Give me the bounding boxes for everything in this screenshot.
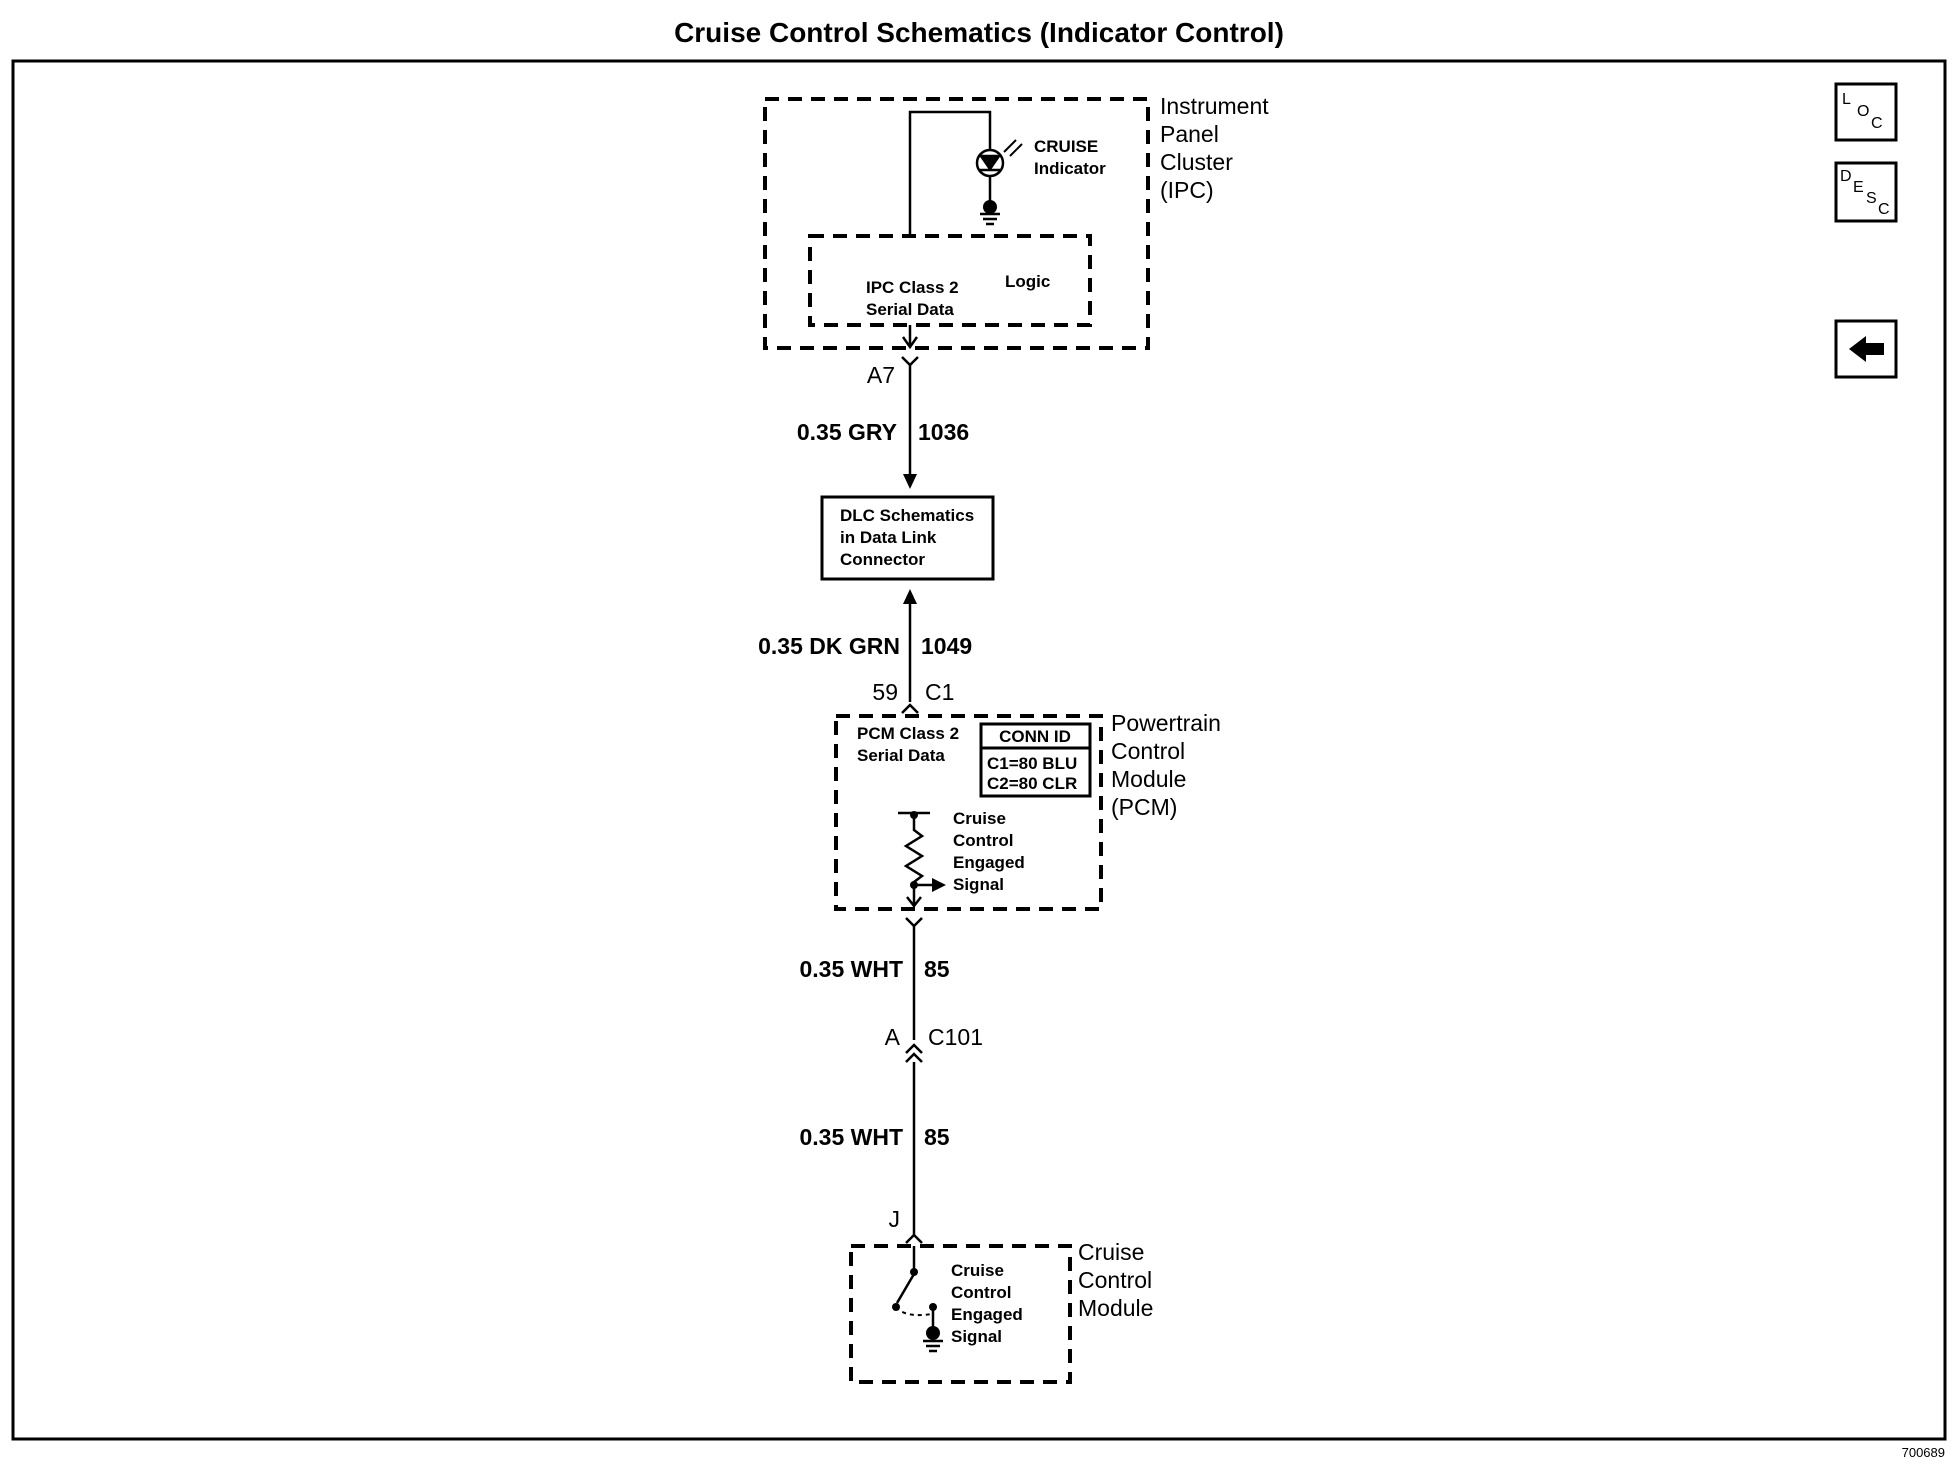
- desc-letter-e: E: [1853, 179, 1864, 196]
- wire-1049-circuit: 1049: [921, 633, 972, 659]
- c101-pin-label: A: [885, 1024, 901, 1050]
- dlc-box: [820, 495, 995, 581]
- c101-connector-label: C101: [928, 1024, 983, 1050]
- light-emission-icon: [1003, 139, 1023, 157]
- pcm-output-connector-symbol: [905, 917, 923, 928]
- ipc-pin-label: A7: [867, 362, 895, 388]
- switch-actuator-dashed: [895, 1306, 933, 1317]
- wire-1036-circuit: 1036: [918, 419, 969, 445]
- switch-icon: [895, 1273, 916, 1304]
- ccm-switch-top-contact: [910, 1268, 918, 1276]
- ccm-outline: [849, 1244, 1072, 1384]
- signal-output-arrow-icon: [932, 878, 946, 892]
- ground-icon: [980, 212, 1000, 226]
- wire-85-upper-circuit: 85: [924, 956, 950, 982]
- page-title: Cruise Control Schematics (Indicator Con…: [674, 17, 1284, 48]
- left-arrow-icon: [1849, 336, 1884, 362]
- ccm-ground-icon: [923, 1339, 943, 1353]
- ipc-indicator-circuit: [908, 110, 992, 236]
- wire-85-lower-circuit: 85: [924, 1124, 950, 1150]
- wire-85-lower-size-color: 0.35 WHT: [799, 1124, 903, 1150]
- pcm-pin-label: 59: [872, 679, 898, 705]
- desc-letter-s: S: [1866, 190, 1877, 207]
- ipc-logic-outline: [808, 234, 1092, 327]
- loc-letter-l: L: [1842, 91, 1851, 108]
- wire-1049-arrow: [903, 589, 917, 604]
- back-button[interactable]: [1834, 319, 1898, 379]
- pull-up-resistor-icon: [903, 815, 925, 883]
- loc-letter-c: C: [1871, 115, 1883, 132]
- pcm-connector-label: C1: [925, 679, 954, 705]
- ipc-output-arrow: [901, 336, 919, 350]
- ipc-outline: [763, 97, 1150, 350]
- loc-button[interactable]: L O C: [1834, 82, 1898, 142]
- conn-id-table: CONN ID C1=80 BLU C2=80 CLR: [979, 722, 1092, 798]
- connector-c101-symbol: [905, 1043, 923, 1063]
- conn-id-row-c1: C1=80 BLU: [987, 754, 1077, 773]
- led-icon: [978, 154, 1002, 172]
- connector-c1-symbol: [901, 703, 919, 714]
- conn-id-row-c2: C2=80 CLR: [987, 774, 1077, 793]
- ipc-logic-label: Logic: [1005, 272, 1050, 291]
- desc-button[interactable]: D E S C: [1834, 161, 1898, 223]
- connector-j-symbol: [905, 1233, 923, 1244]
- wire-1049-size-color: 0.35 DK GRN: [758, 633, 900, 659]
- figure-number: 700689: [1902, 1445, 1945, 1460]
- connector-a7-symbol: [901, 356, 919, 367]
- pcm-input-arrow: [906, 896, 922, 909]
- desc-letter-c: C: [1878, 201, 1890, 218]
- schematic-frame: [11, 59, 1947, 1441]
- wire-1036-arrow: [903, 474, 917, 489]
- wire-85-upper-size-color: 0.35 WHT: [799, 956, 903, 982]
- wire-1036-size-color: 0.35 GRY: [797, 419, 897, 445]
- ccm-pin-label: J: [889, 1206, 901, 1232]
- loc-letter-o: O: [1857, 103, 1869, 120]
- indicator-ground-dot: [983, 200, 997, 214]
- ccm-ground-dot: [926, 1326, 940, 1340]
- desc-letter-d: D: [1840, 168, 1852, 185]
- conn-id-title: CONN ID: [999, 727, 1071, 746]
